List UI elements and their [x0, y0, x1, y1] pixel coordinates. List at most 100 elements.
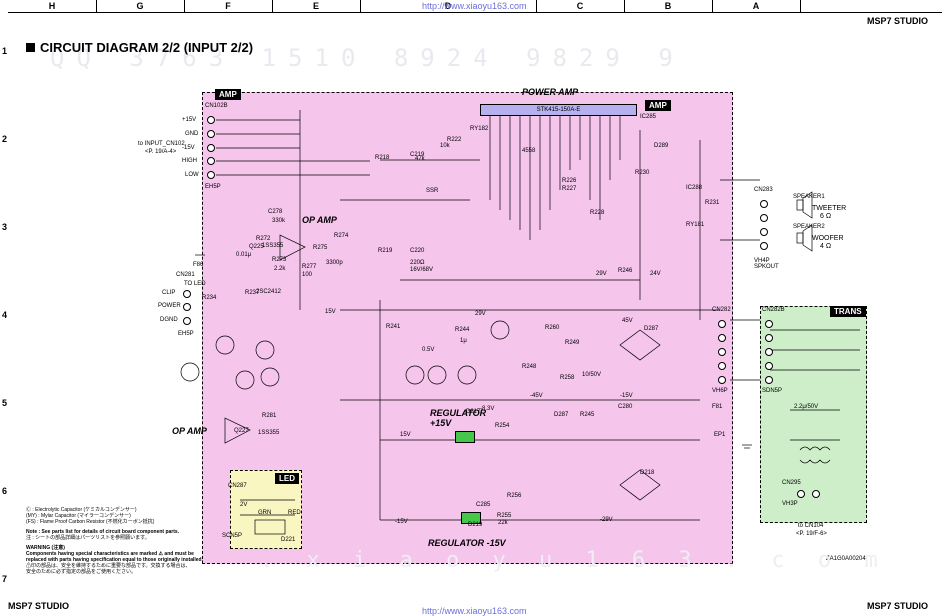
voltage-label: -8.3V [480, 406, 495, 412]
part-ref: 3300p [326, 260, 343, 266]
cn287-label: CN287 [228, 483, 247, 489]
spk-pin-marker [760, 228, 768, 236]
power-amp-label: POWER AMP [522, 87, 579, 97]
input-pin-2: GND [185, 131, 199, 137]
part-ref: D287 [554, 412, 569, 418]
part-ref: 22k [498, 520, 508, 526]
column-b: B [624, 0, 713, 12]
part-ref: R237 [245, 290, 260, 296]
voltage-label: 29V [596, 271, 607, 277]
part-ref: 220Ω [410, 260, 425, 266]
part-ref: 330k [272, 218, 286, 224]
spk-pin-marker [760, 200, 768, 208]
site-url-top: http://www.xiaoyu163.com [422, 1, 527, 11]
note-line: Components having special characteristic… [26, 551, 194, 557]
part-ref: R231 [705, 200, 720, 206]
part-ref: R248 [522, 364, 537, 370]
input-dest: to INPUT_CN102 [138, 141, 185, 147]
input-dest-page: <P. 19/A-4> [145, 149, 177, 155]
led-d221: D221 [281, 537, 296, 543]
led-pin-clip: CLIP [162, 290, 176, 296]
spk-pin-marker [760, 242, 768, 250]
ic-ref-label: IC285 [640, 114, 657, 120]
column-a: A [712, 0, 801, 12]
column-c: C [536, 0, 625, 12]
footer-model-left: MSP7 STUDIO [8, 601, 70, 611]
trans-pin-marker [765, 334, 773, 342]
spk-ref: VH4P SPKOUT [754, 258, 779, 270]
regulator-neg-label: REGULATOR -15V [428, 538, 506, 548]
part-ref: D287 [644, 326, 659, 332]
note-line: Note : See parts list for details of cir… [26, 529, 180, 535]
highlight-d219 [461, 512, 481, 524]
part-ref: 10/50V [582, 372, 602, 378]
woofer-imp: 4 Ω [820, 243, 832, 250]
part-ref: 1μ [460, 338, 467, 344]
trans-ref-sdn5p: SDN5P [762, 388, 783, 394]
input-pin-marker [207, 130, 215, 138]
voltage-label: 45V [622, 318, 633, 324]
trans-pin-marker [797, 490, 805, 498]
part-ref: R230 [635, 170, 650, 176]
led-tag: LED [275, 473, 299, 484]
ic-stk415: STK415-150A-E [480, 104, 637, 116]
trans-pin-marker [718, 376, 726, 384]
cn295-label: CN295 [782, 480, 801, 486]
trans-pin-marker [765, 376, 773, 384]
notes-block: Ⓒ : Electrolytic Capacitor (ケミカルコンデンサー) … [26, 507, 216, 575]
part-ref: R226 [562, 178, 577, 184]
part-ref: F86 [193, 262, 204, 268]
op-amp-top-label: OP AMP [302, 215, 337, 225]
voltage-label: 0.5V [422, 347, 435, 353]
led-ref: EH5P [178, 331, 194, 337]
trans-ref-vh3p: VH3P [782, 501, 798, 507]
highlight-d217 [455, 431, 475, 443]
part-ref: C280 [618, 404, 633, 410]
footer-model-right: MSP7 STUDIO [866, 601, 928, 611]
to-cn104: to CN104 [798, 523, 824, 529]
note-line: (MY) : Mylar Capacitor (マイラーコンデンサー) [26, 513, 131, 519]
part-ref: EP1 [714, 432, 726, 438]
cn282b-label: CN282B [762, 307, 785, 313]
led-pin-marker [183, 317, 191, 325]
voltage-label: 15V [400, 432, 411, 438]
note-line: WARNING (注意) [26, 545, 65, 551]
part-ref: R274 [334, 233, 349, 239]
regulator-pos-label: REGULATOR +15V [430, 408, 487, 428]
tweeter-label: TWEETER [812, 205, 847, 212]
trans-pin-marker [765, 320, 773, 328]
input-pin-marker [207, 116, 215, 124]
trans-tag: TRANS [830, 306, 866, 317]
note-line: replaced with parts having specification… [26, 557, 203, 563]
input-pin-4: HIGH [182, 158, 197, 164]
column-ruler: H G F E D C B A [8, 0, 942, 13]
row-1: 1 [2, 46, 8, 56]
led-grn: GRN [258, 510, 272, 516]
site-url-bottom: http://www.xiaoyu163.com [422, 606, 527, 616]
trans-pin-marker [765, 348, 773, 356]
part-ref: 2.2μ/50V [794, 404, 819, 410]
part-ref: F81 [712, 404, 723, 410]
voltage-label: -45V [530, 393, 543, 399]
woofer-label: WOOFER [812, 235, 844, 242]
part-ref: R260 [545, 325, 560, 331]
part-ref: Q227 [234, 428, 249, 434]
to-cn104-page: <P. 19/F-6> [796, 531, 827, 537]
led-pin-power: POWER [158, 303, 181, 309]
trans-ref-vh6p: VH6P [712, 388, 728, 394]
part-ref: C220 [410, 248, 425, 254]
input-pin-5: LOW [185, 172, 199, 178]
part-ref: 47k [415, 156, 425, 162]
voltage-label: 29V [475, 311, 486, 317]
drawing-code: ZA1G0A00204 [826, 556, 866, 562]
input-pin-3: -15V [182, 145, 195, 151]
voltage-label: -15V [395, 519, 408, 525]
part-ref: 10k [440, 143, 450, 149]
part-ref: R234 [202, 295, 217, 301]
column-e: E [272, 0, 361, 12]
part-ref: R249 [565, 340, 580, 346]
input-ref: EH5P [205, 184, 221, 190]
part-ref: RY182 [470, 126, 489, 132]
trans-pin-marker [718, 320, 726, 328]
part-ref: R254 [495, 423, 510, 429]
